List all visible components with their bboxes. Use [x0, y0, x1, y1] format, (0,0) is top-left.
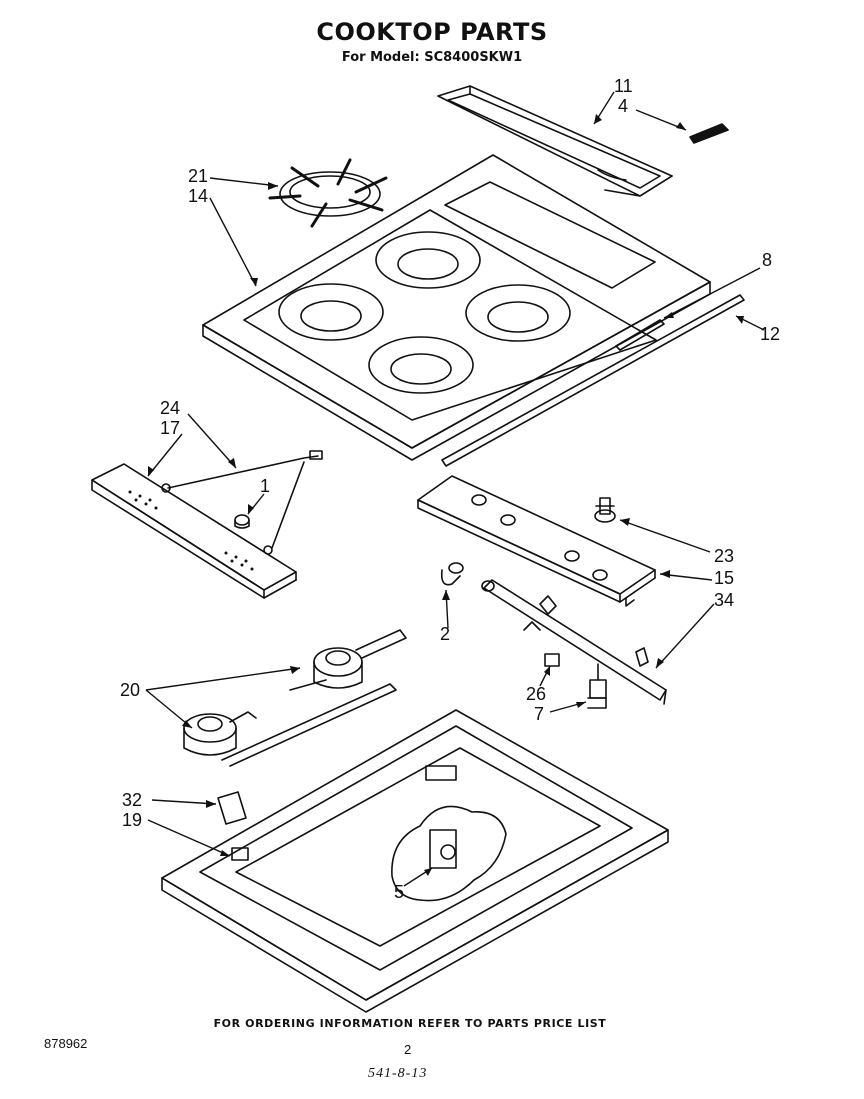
vent-trim-part — [437, 85, 673, 197]
bracket-part — [417, 475, 656, 607]
callout-24: 24 — [160, 398, 180, 418]
model-subtitle: For Model: SC8400SKW1 — [341, 50, 523, 65]
strip-part — [615, 319, 665, 351]
leader-lines — [145, 91, 765, 887]
callout-26: 26 — [526, 684, 546, 704]
callout-21: 21 — [188, 166, 208, 186]
callout-1: 1 — [260, 476, 270, 496]
burners-part — [183, 629, 407, 767]
burner-grate-part — [268, 158, 388, 228]
burner-box-part — [161, 709, 669, 1013]
callout-5: 5 — [394, 882, 404, 902]
callout-7: 7 — [534, 704, 544, 724]
callout-19: 19 — [122, 810, 142, 830]
callout-14: 14 — [188, 186, 208, 206]
callout-12: 12 — [760, 324, 780, 344]
callout-11: 11 — [614, 76, 633, 96]
wire-harness-part — [161, 450, 323, 555]
callout-15: 15 — [714, 568, 734, 588]
callout-20: 20 — [120, 680, 140, 700]
callout-23: 23 — [714, 546, 734, 566]
valve-part — [587, 663, 607, 709]
handwritten-code: 541-8-13 — [368, 1066, 428, 1081]
manifold-part — [481, 579, 667, 705]
callout-32: 32 — [122, 790, 142, 810]
cooktop-part — [202, 154, 711, 461]
panel-trim-part — [91, 463, 297, 599]
callout-2: 2 — [440, 624, 450, 644]
callout-labels: 11 4 21 14 8 12 24 17 1 23 15 34 2 20 26… — [120, 76, 780, 902]
callout-8: 8 — [762, 250, 772, 270]
callout-4: 4 — [618, 96, 628, 116]
knob-part — [234, 514, 250, 529]
page-title: COOKTOP PARTS — [316, 18, 548, 46]
ordering-note: FOR ORDERING INFORMATION REFER TO PARTS … — [213, 1017, 607, 1030]
small-bracket-part — [217, 791, 247, 825]
page-number: 2 — [404, 1042, 412, 1057]
elbow-fitting-part — [440, 562, 464, 586]
orifice-part — [544, 653, 560, 667]
callout-34: 34 — [714, 590, 734, 610]
channel-part — [441, 294, 745, 467]
document-number: 878962 — [44, 1036, 88, 1051]
clip-part — [689, 123, 729, 144]
valve-knob-part — [594, 497, 616, 523]
callout-17: 17 — [160, 418, 180, 438]
